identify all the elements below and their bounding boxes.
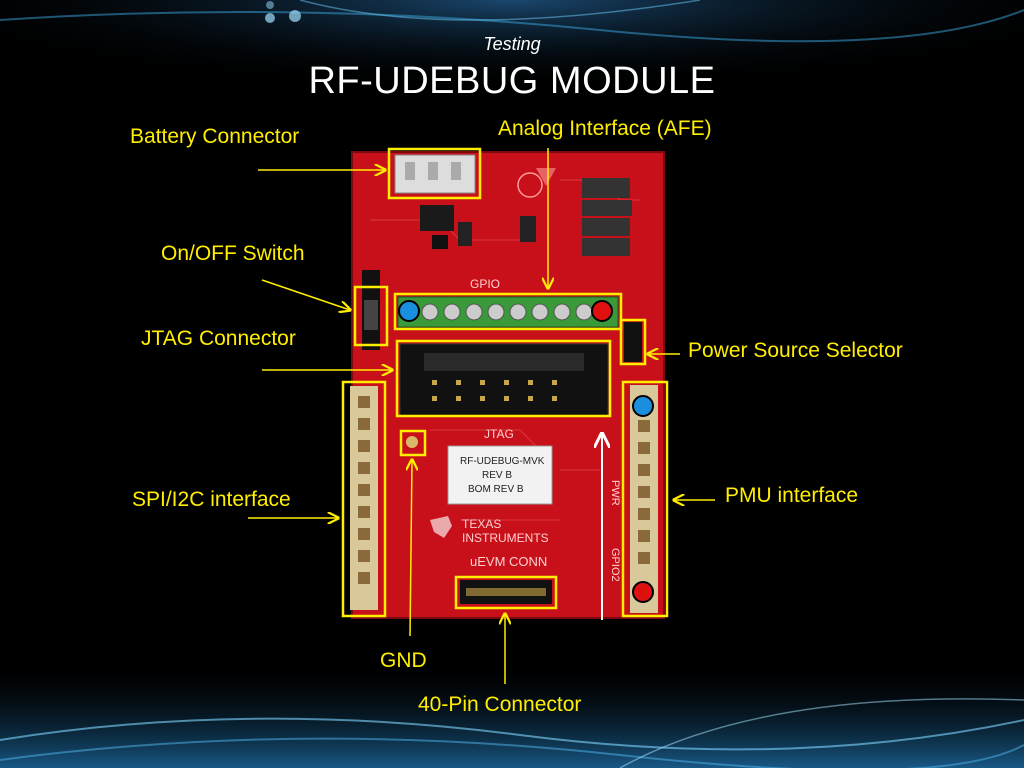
sticker-line-2: REV B xyxy=(482,470,512,481)
label-40pin-connector: 40-Pin Connector xyxy=(418,693,582,716)
ti-text-2: INSTRUMENTS xyxy=(462,531,549,545)
slide-subtitle: Testing xyxy=(483,34,541,54)
jtag-connector-highlight xyxy=(395,339,612,418)
label-battery-connector: Battery Connector xyxy=(130,125,300,148)
label-analog-interface: Analog Interface (AFE) xyxy=(498,117,712,140)
label-spi-i2c: SPI/I2C interface xyxy=(132,488,291,511)
pmu-pin-blue-dot xyxy=(632,395,654,417)
ti-text-1: TEXAS xyxy=(462,517,501,531)
label-gnd: GND xyxy=(380,649,427,672)
onoff-switch-highlight xyxy=(353,285,389,347)
onoff-arrow xyxy=(261,279,350,310)
slide-title: RF-UDEBUG MODULE xyxy=(308,60,716,102)
label-onoff-switch: On/OFF Switch xyxy=(161,242,305,265)
analog-pin-blue-dot xyxy=(398,300,420,322)
label-power-source-selector: Power Source Selector xyxy=(688,339,903,362)
board-gpio-label: GPIO xyxy=(470,277,500,291)
board-conn-label: uEVM CONN xyxy=(470,554,547,569)
board-gpio2-label: GPIO2 xyxy=(609,548,621,582)
gnd-pad-highlight xyxy=(399,429,427,457)
ti-logo-icon xyxy=(430,516,452,538)
analog-pin-red-dot xyxy=(591,300,613,322)
power-selector-highlight xyxy=(619,318,647,366)
gnd-arrow xyxy=(410,460,412,637)
analog-interface-highlight xyxy=(393,292,623,331)
pmu-pin-red-dot xyxy=(632,581,654,603)
board-sticker xyxy=(447,445,553,505)
battery-connector-highlight xyxy=(387,147,482,200)
label-jtag-connector: JTAG Connector xyxy=(141,327,296,350)
sticker-line-3: BOM REV B xyxy=(468,484,524,495)
40pin-connector-highlight xyxy=(454,575,558,610)
board-pwr-label: PWR xyxy=(609,480,621,506)
spi-i2c-highlight xyxy=(341,380,387,618)
board-jtag-label: JTAG xyxy=(484,427,514,441)
pmu-interface-highlight xyxy=(621,380,669,618)
label-pmu-interface: PMU interface xyxy=(725,484,859,507)
sticker-line-1: RF-UDEBUG-MVK xyxy=(460,456,545,467)
